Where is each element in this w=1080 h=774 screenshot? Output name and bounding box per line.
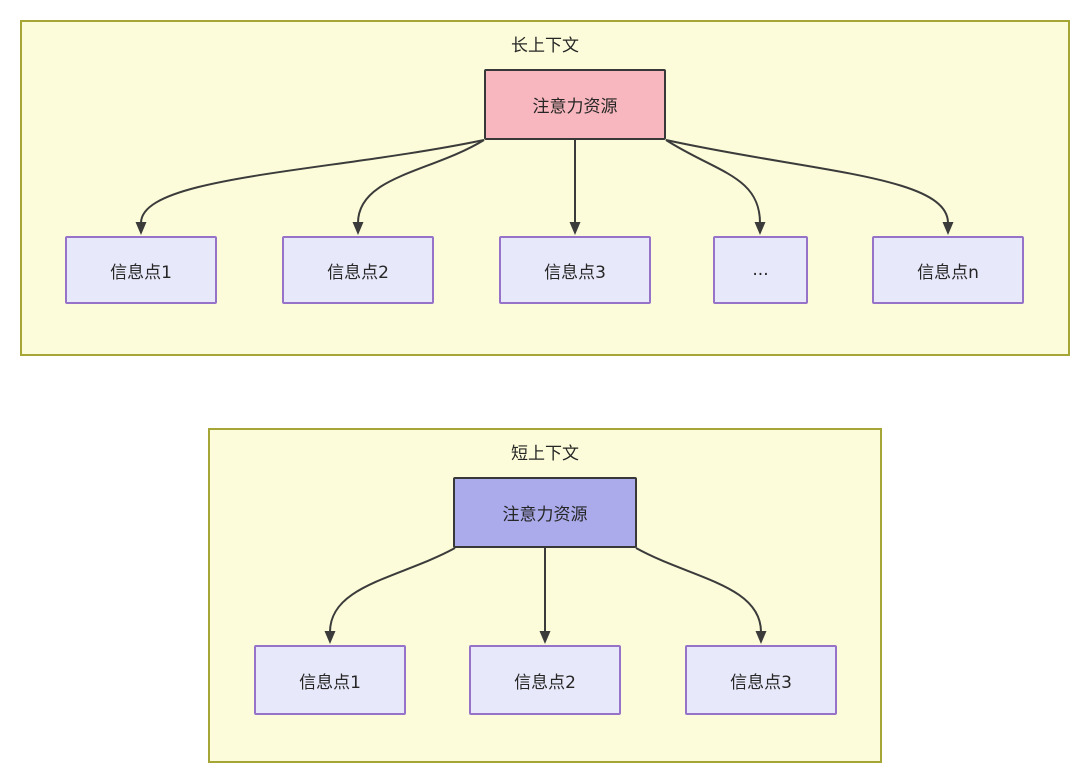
long-attention-node: 注意力资源 [484, 69, 666, 140]
long-info-node-3: 信息点3 [499, 236, 651, 304]
short-info-node-3: 信息点3 [685, 645, 837, 715]
long-info-node-1: 信息点1 [65, 236, 217, 304]
short-info-node-1: 信息点1 [254, 645, 406, 715]
arrowhead-long-info2 [352, 222, 364, 235]
short-context-title: 短上下文 [511, 444, 579, 464]
edge-long-infon [665, 139, 949, 224]
long-info-label-ellipsis: ... [752, 260, 769, 280]
arrowhead-long-info3 [569, 222, 581, 235]
long-info-node-2: 信息点2 [282, 236, 434, 304]
short-info-node-2: 信息点2 [469, 645, 621, 715]
arrowhead-short-info2 [539, 631, 551, 644]
long-info-node-n: 信息点n [872, 236, 1024, 304]
long-info-label-1: 信息点1 [110, 262, 172, 283]
short-info-label-1: 信息点1 [299, 672, 361, 693]
edge-short-info1 [329, 547, 456, 633]
long-info-label-2: 信息点2 [327, 262, 389, 283]
short-attention-node: 注意力资源 [453, 477, 637, 548]
arrowhead-short-info1 [324, 631, 336, 644]
edge-short-info3 [635, 547, 762, 633]
arrowhead-long-info1 [135, 222, 147, 235]
arrowhead-long-ellipsis [754, 222, 766, 235]
long-info-label-3: 信息点3 [544, 262, 606, 283]
short-attention-label: 注意力资源 [502, 505, 588, 525]
arrowhead-short-info3 [755, 631, 767, 644]
arrowhead-long-infon [942, 222, 954, 235]
short-info-label-2: 信息点2 [514, 672, 576, 693]
edge-long-info2 [357, 139, 485, 224]
edge-long-info1 [140, 139, 485, 224]
long-info-node-ellipsis: ... [713, 236, 808, 304]
long-attention-label: 注意力资源 [532, 97, 618, 117]
long-info-label-n: 信息点n [917, 262, 979, 283]
short-info-label-3: 信息点3 [730, 672, 792, 693]
edge-long-ellipsis [665, 139, 761, 224]
long-context-title: 长上下文 [511, 36, 579, 56]
